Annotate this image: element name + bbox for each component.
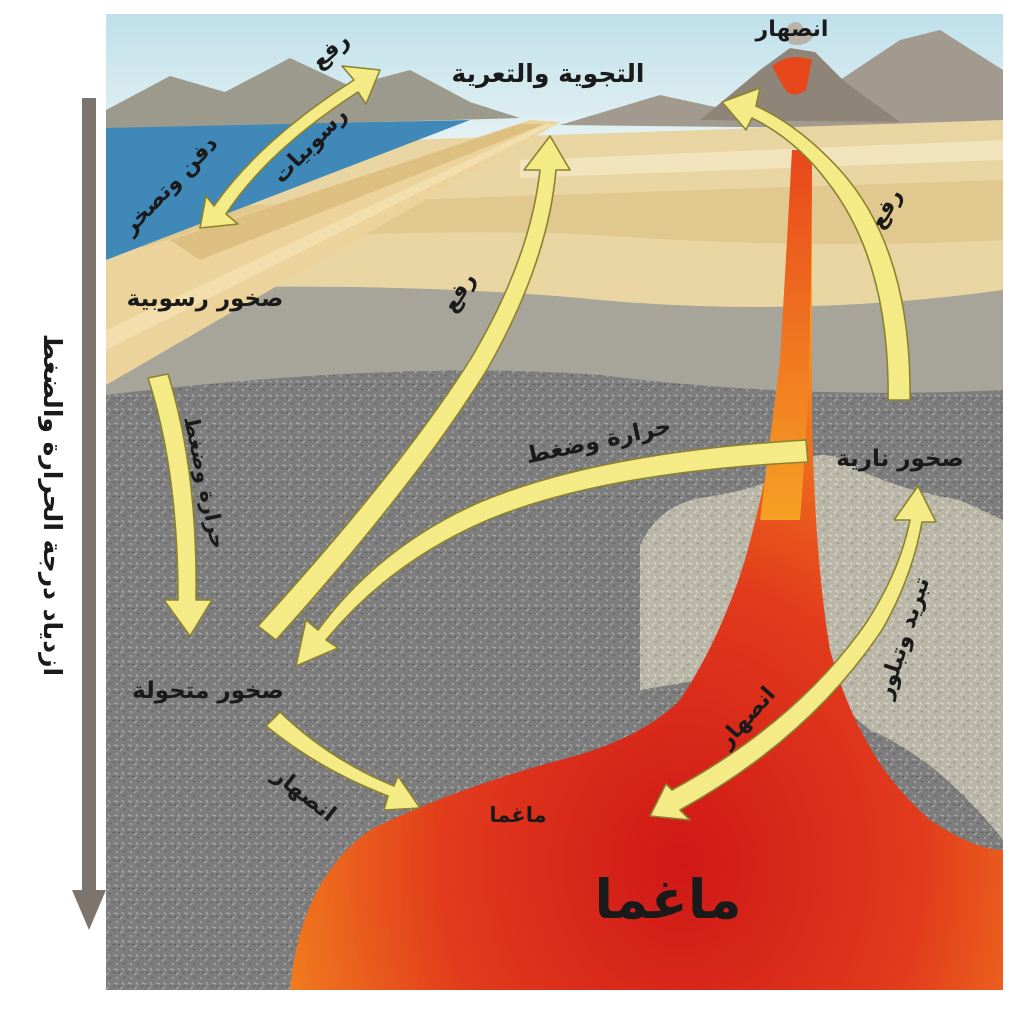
- temperature-pressure-axis: [72, 98, 106, 930]
- arrow-magma-igneous: [649, 485, 937, 821]
- label-melting-top: انصهار: [755, 17, 829, 42]
- cycle-arrows: [147, 65, 937, 821]
- label-weathering-erosion: التجوية والتعرية: [451, 59, 644, 89]
- label-igneous-rocks: صخور نارية: [836, 446, 964, 472]
- arrow-sediment-cycle: [199, 65, 381, 229]
- arrow-sedimentary-to-metamorphic: [147, 373, 213, 637]
- sedimentary-wedge: [106, 120, 560, 385]
- sea-water: [106, 120, 470, 260]
- label-metamorphic-rocks: صخور متحولة: [132, 678, 284, 704]
- magma-conduit: [760, 150, 812, 520]
- label-magma-large: ماغما: [594, 868, 741, 931]
- label-magma-small: ماغما: [489, 803, 546, 827]
- arrow-uplift-middle: [257, 135, 571, 641]
- arrow-uplift-right: [721, 87, 911, 401]
- label-sedimentary-rocks: صخور رسوبية: [127, 286, 284, 312]
- gray-strata: [106, 286, 1003, 395]
- left-mountains: [106, 58, 520, 130]
- eruption-smoke: [785, 22, 814, 45]
- volcano-lava-top: [772, 57, 812, 95]
- arrow-igneous-to-metamorphic: [295, 439, 809, 667]
- magma-chamber: [290, 150, 1003, 990]
- side-axis-label: ازدياد درجة الحرارة والضغط: [37, 334, 67, 676]
- arrow-metamorphic-to-magma: [265, 711, 421, 811]
